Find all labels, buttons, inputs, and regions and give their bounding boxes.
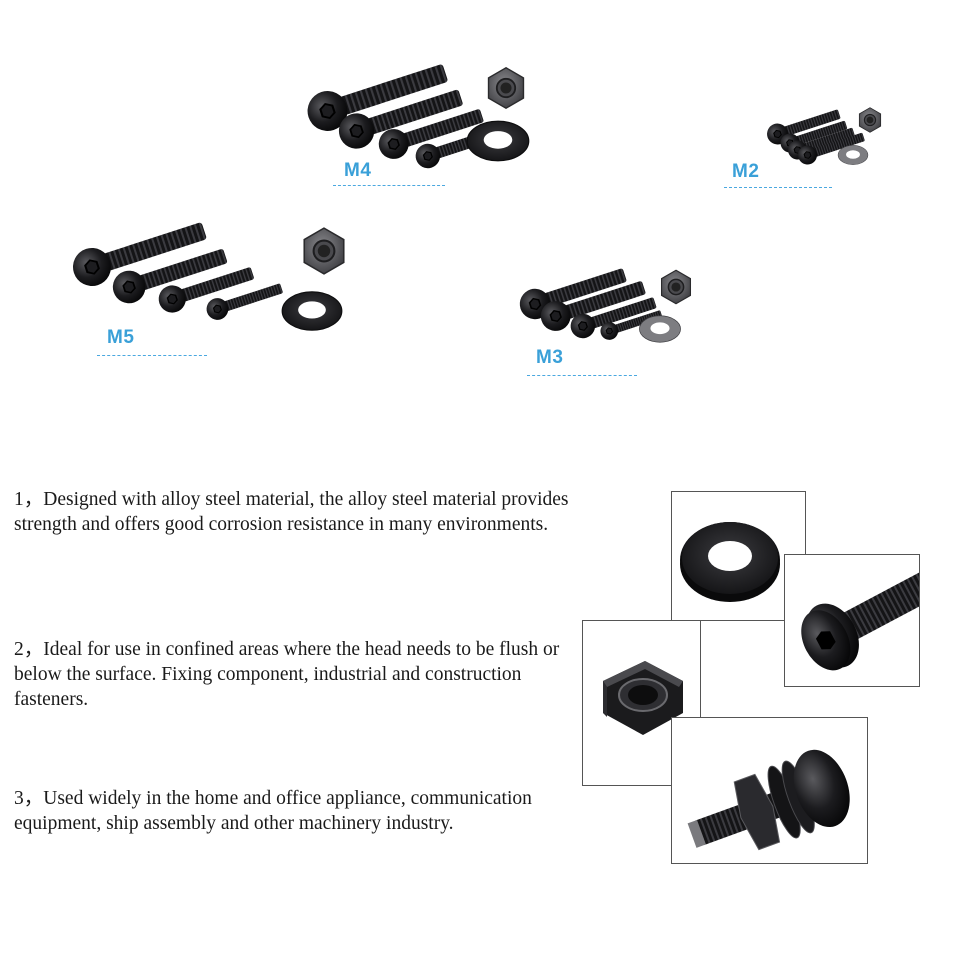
m5-screws-image	[68, 212, 345, 331]
size-group-m5: M5	[68, 205, 360, 365]
size-label-m3: M3	[536, 347, 564, 368]
feature-3: 3，Used widely in the home and office app…	[14, 786, 594, 836]
hex-nut-icon	[603, 661, 683, 735]
size-group-m2: M2	[720, 55, 900, 195]
size-label-m4: M4	[344, 160, 372, 181]
feature-number: 2，	[14, 639, 44, 660]
feature-1: 1，Designed with alloy steel material, th…	[14, 487, 634, 537]
detail-photo-button-head-screw	[784, 554, 920, 687]
feature-text: Ideal for use in confined areas where th…	[14, 639, 560, 710]
m4-screws-image	[302, 53, 530, 172]
size-underline-m2	[724, 187, 832, 188]
feature-2: 2，Ideal for use in confined areas where …	[14, 637, 574, 712]
size-group-m4: M4	[300, 35, 540, 195]
size-label-m5: M5	[107, 327, 135, 348]
size-underline-m3	[527, 375, 637, 376]
size-underline-m5	[97, 355, 207, 356]
detail-photo-washer	[671, 491, 806, 621]
detail-photo-hex-nut	[582, 620, 701, 786]
feature-number: 1，	[14, 489, 44, 510]
feature-text: Designed with alloy steel material, the …	[14, 489, 569, 535]
size-label-m2: M2	[732, 161, 760, 182]
detail-photo-screw-assembly	[671, 717, 868, 864]
size-group-m3: M3	[505, 225, 705, 385]
washer-icon	[680, 522, 780, 602]
size-underline-m4	[333, 185, 445, 186]
feature-text: Used widely in the home and office appli…	[14, 788, 532, 834]
m2-screws-image	[764, 104, 882, 167]
screw-nut-washer-assembly-icon	[687, 749, 850, 851]
button-head-screw-icon	[801, 572, 919, 671]
m3-screws-image	[515, 260, 692, 343]
feature-number: 3，	[14, 788, 44, 809]
